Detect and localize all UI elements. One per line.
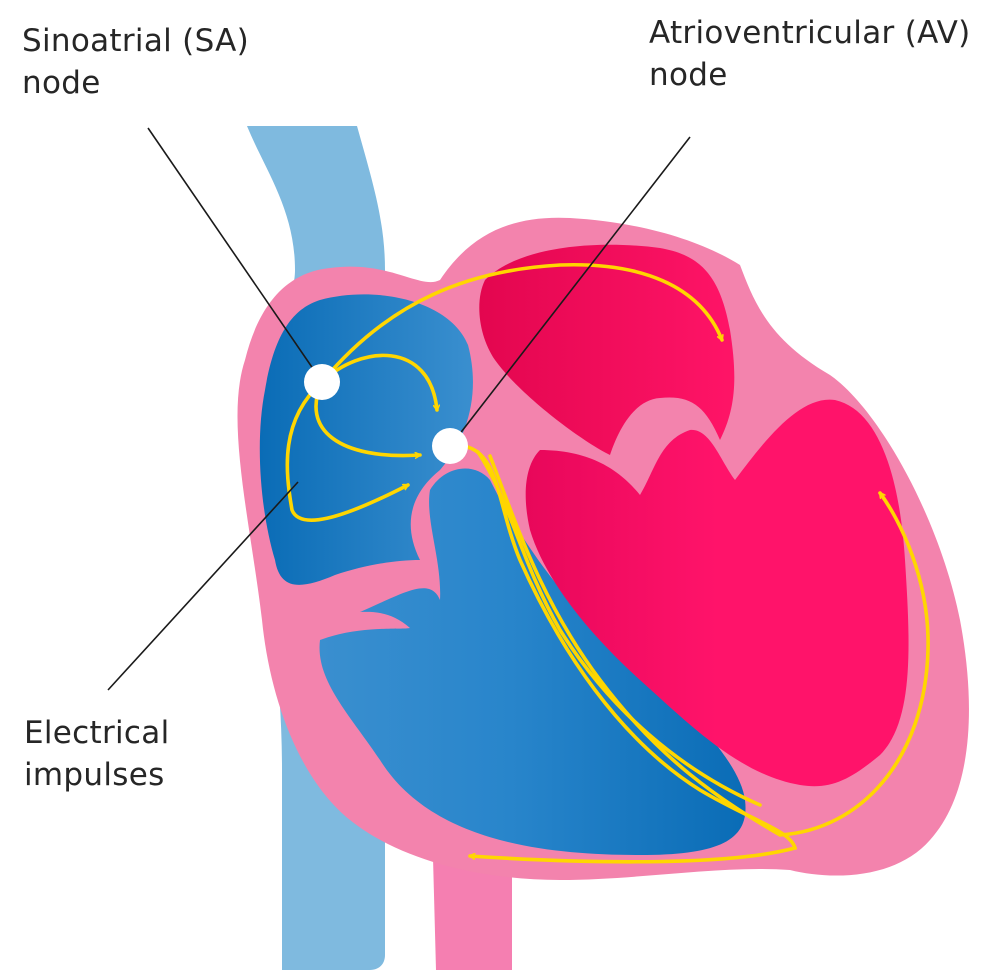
sa-node-label-line2: node — [22, 62, 249, 104]
sa-node — [304, 364, 340, 400]
av-node — [432, 428, 468, 464]
av-node-label: Atrioventricular (AV) node — [649, 12, 971, 96]
av-node-label-line1: Atrioventricular (AV) — [649, 12, 971, 54]
electrical-impulses-label: Electrical impulses — [24, 712, 169, 796]
electrical-impulses-label-line1: Electrical — [24, 712, 169, 754]
sa-node-label: Sinoatrial (SA) node — [22, 20, 249, 104]
av-node-label-line2: node — [649, 54, 971, 96]
sa-node-label-line1: Sinoatrial (SA) — [22, 20, 249, 62]
electrical-impulses-label-line2: impulses — [24, 754, 169, 796]
